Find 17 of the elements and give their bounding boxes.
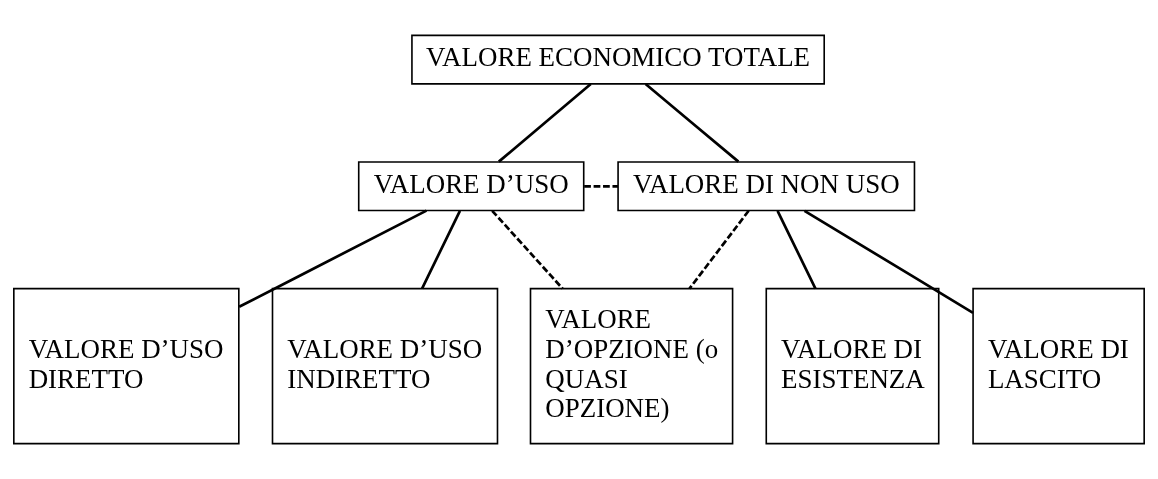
connector bbox=[688, 209, 750, 290]
connector bbox=[420, 210, 462, 290]
connector bbox=[584, 184, 618, 188]
connector bbox=[776, 210, 817, 290]
node-box: VALORE D’USO INDIRETTO bbox=[271, 287, 499, 445]
node-box: VALORE D’USO DIRETTO bbox=[13, 287, 240, 445]
connector bbox=[644, 82, 740, 163]
connector bbox=[238, 209, 428, 308]
node-box: VALORE ECONOMICO TOTALE bbox=[411, 34, 825, 85]
connector bbox=[803, 209, 974, 315]
node-box: VALORE DI LASCITO bbox=[972, 287, 1145, 445]
node-box: VALORE D’OPZIONE (o QUASI OPZIONE) bbox=[529, 287, 734, 445]
node-box: VALORE DI ESISTENZA bbox=[765, 287, 940, 445]
node-box: VALORE DI NON USO bbox=[617, 161, 916, 212]
node-box: VALORE D’USO bbox=[357, 161, 585, 212]
connector bbox=[498, 83, 592, 163]
connector bbox=[491, 209, 564, 290]
